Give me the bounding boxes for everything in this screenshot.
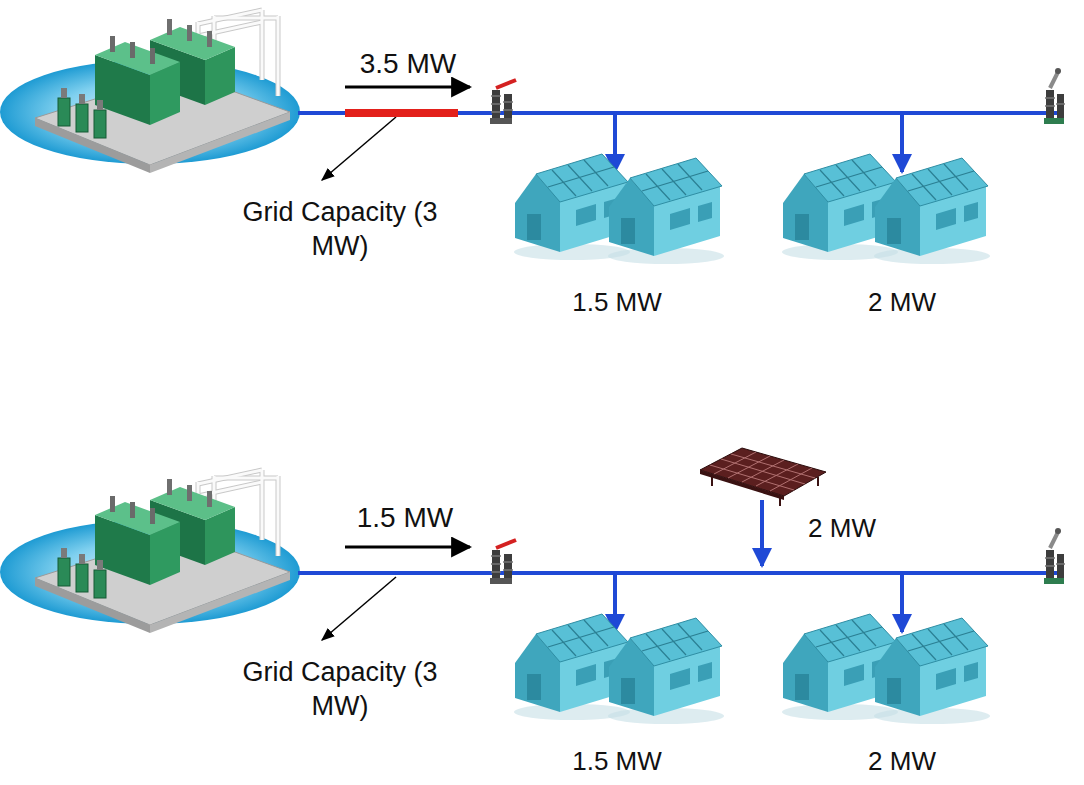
capacity-label: Grid Capacity (3 MW) bbox=[233, 196, 448, 264]
grid-panel bbox=[0, 10, 1065, 264]
pv-array bbox=[700, 448, 826, 506]
capacity-label: Grid Capacity (3 MW) bbox=[233, 656, 448, 724]
load-label: 2 MW bbox=[868, 745, 936, 778]
load-label: 2 MW bbox=[868, 286, 936, 319]
flow-label: 3.5 MW bbox=[360, 46, 456, 81]
generation-arrow bbox=[760, 500, 764, 566]
flow-label: 1.5 MW bbox=[357, 500, 453, 535]
grid-panel bbox=[0, 470, 1065, 724]
load-label: 1.5 MW bbox=[572, 745, 662, 778]
overload-segment bbox=[345, 109, 458, 117]
load-label: 1.5 MW bbox=[572, 286, 662, 319]
pv-label: 2 MW bbox=[808, 512, 876, 545]
